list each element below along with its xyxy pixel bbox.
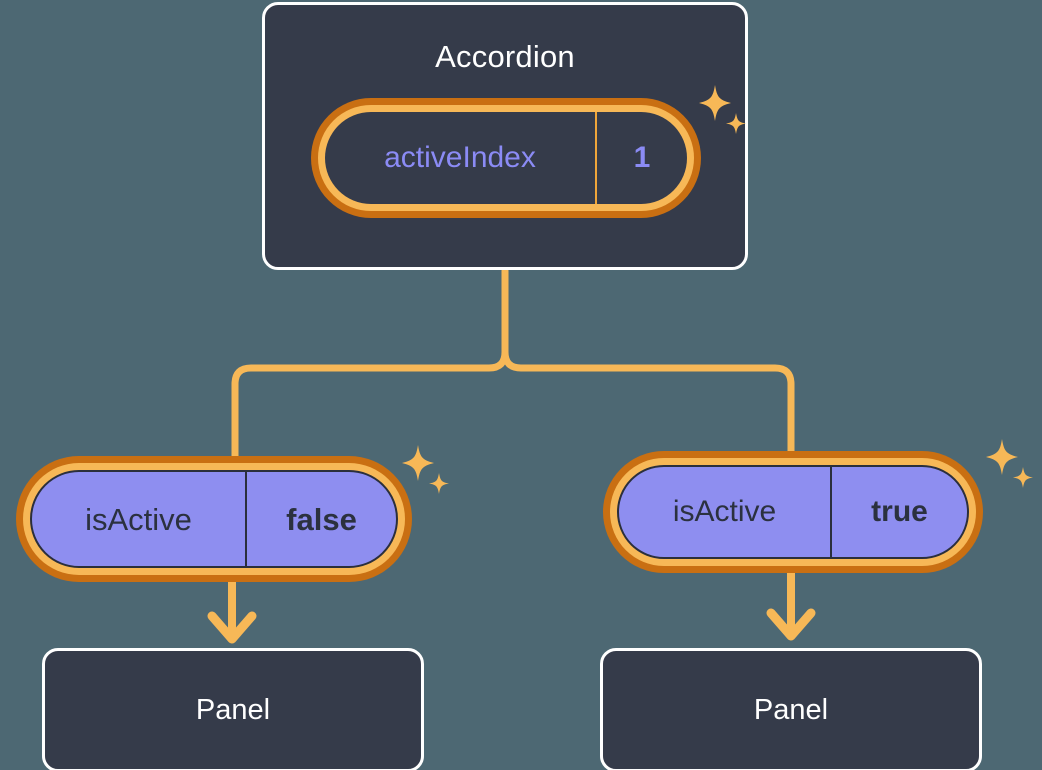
panel-component-right[interactable]: Panel bbox=[600, 648, 982, 770]
state-pill-isactive-false[interactable]: isActive false bbox=[30, 470, 398, 568]
state-value-isactive-right: true bbox=[871, 495, 928, 528]
connector-root-to-child-right bbox=[501, 267, 795, 474]
arrow-right-head bbox=[766, 608, 816, 641]
state-value-isactive-left: false bbox=[286, 501, 357, 537]
panel-title-left: Panel bbox=[195, 693, 271, 726]
sparkle-small-icon bbox=[1013, 467, 1033, 488]
panel-title-right: Panel bbox=[753, 693, 829, 726]
state-pill-activeindex[interactable]: activeIndex 1 bbox=[325, 112, 687, 204]
state-key-isactive-right: isActive bbox=[619, 467, 832, 557]
sparkle-icon bbox=[980, 437, 1036, 498]
state-key-isactive-left: isActive bbox=[32, 472, 247, 566]
arrow-left-head bbox=[207, 611, 257, 644]
sparkle-large-icon bbox=[402, 445, 434, 481]
state-key-activeindex: activeIndex bbox=[325, 112, 597, 204]
accordion-title: Accordion bbox=[435, 39, 575, 74]
state-pill-isactive-true[interactable]: isActive true bbox=[617, 465, 969, 559]
sparkle-large-icon bbox=[986, 439, 1018, 475]
state-value-activeindex: 1 bbox=[633, 141, 651, 174]
panel-component-left[interactable]: Panel bbox=[42, 648, 424, 770]
sparkle-small-icon bbox=[429, 473, 449, 494]
sparkle-icon bbox=[396, 443, 452, 504]
connector-root-to-children bbox=[231, 267, 509, 478]
